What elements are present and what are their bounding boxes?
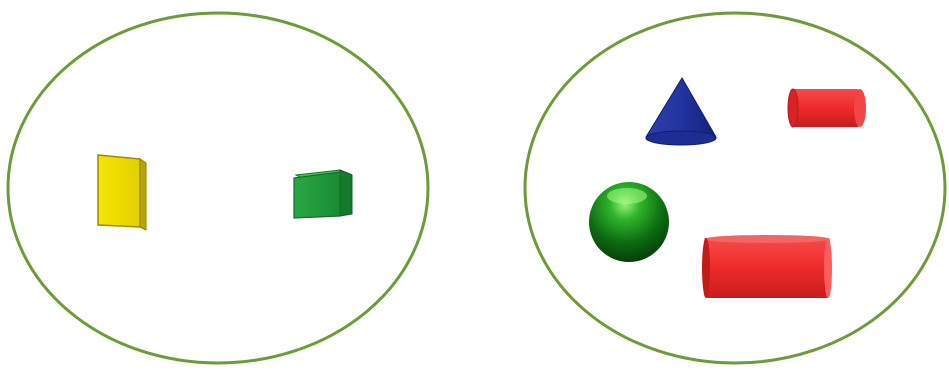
green-cube-icon <box>294 170 352 218</box>
yellow-cuboid-icon <box>98 155 146 230</box>
red-small-cylinder-icon <box>788 89 866 127</box>
right-group <box>525 13 945 363</box>
blue-cone-icon <box>646 78 716 145</box>
left-set-ring <box>8 13 428 363</box>
red-large-cylinder-icon <box>702 235 832 298</box>
left-group <box>8 13 428 363</box>
green-sphere-icon <box>589 182 669 262</box>
right-set-ring <box>525 13 945 363</box>
